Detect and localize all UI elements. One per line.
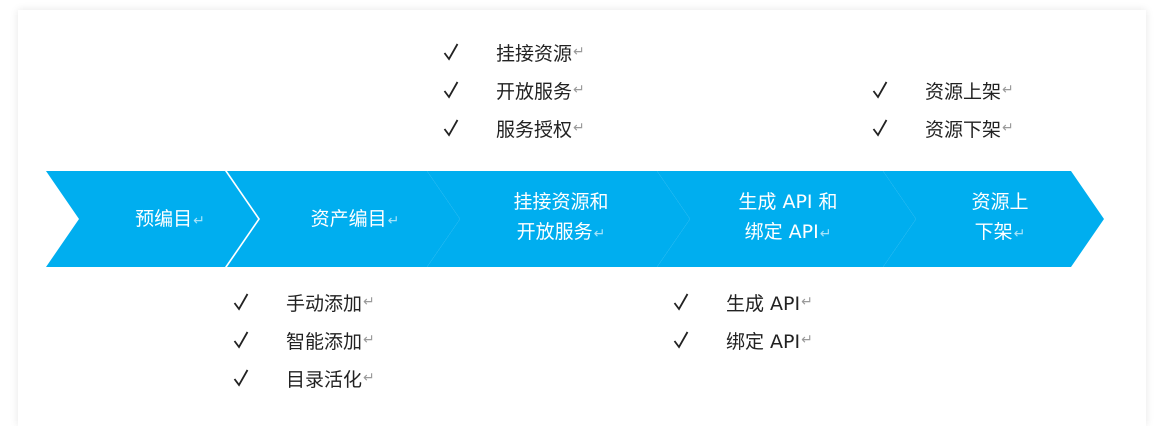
check-icon	[872, 81, 888, 99]
return-mark-icon: ↵	[363, 294, 375, 310]
return-mark-icon: ↵	[1002, 82, 1014, 98]
return-mark-icon: ↵	[193, 213, 205, 229]
list-item: 挂接资源↵	[443, 33, 585, 71]
return-mark-icon: ↵	[387, 213, 400, 229]
return-mark-icon: ↵	[801, 294, 813, 310]
return-mark-icon: ↵	[1013, 226, 1026, 242]
list-item: 开放服务↵	[443, 71, 585, 109]
list-item: 资源上架↵	[872, 71, 1014, 109]
publish-task-list: 资源上架↵ 资源下架↵	[872, 71, 1014, 147]
check-icon	[233, 331, 249, 349]
check-icon	[233, 369, 249, 387]
list-item: 生成 API↵	[673, 283, 813, 321]
list-item: 智能添加↵	[233, 321, 375, 359]
check-icon	[673, 331, 689, 349]
return-mark-icon: ↵	[819, 226, 832, 242]
list-item: 绑定 API↵	[673, 321, 813, 359]
stage-label-asset-catalog: 资产编目↵	[310, 208, 400, 230]
list-item: 资源下架↵	[872, 109, 1014, 147]
return-mark-icon: ↵	[573, 120, 585, 136]
return-mark-icon: ↵	[593, 226, 606, 242]
stage-arrow-pre-catalog	[46, 171, 258, 267]
return-mark-icon: ↵	[1002, 120, 1014, 136]
asset-catalog-task-list: 手动添加↵ 智能添加↵ 目录活化↵	[233, 283, 375, 397]
check-icon	[443, 43, 459, 61]
stage-label-pre-catalog: 预编目↵	[135, 208, 205, 230]
check-icon	[443, 119, 459, 137]
return-mark-icon: ↵	[573, 82, 585, 98]
check-icon	[233, 293, 249, 311]
return-mark-icon: ↵	[573, 44, 585, 60]
stage-arrow-mount-open	[427, 171, 690, 267]
return-mark-icon: ↵	[363, 370, 375, 386]
list-item: 服务授权↵	[443, 109, 585, 147]
check-icon	[443, 81, 459, 99]
stage-label-mount-open: 挂接资源和 开放服务↵	[513, 191, 609, 243]
stage-arrow-publish	[883, 171, 1104, 267]
stage-arrow-api	[657, 171, 916, 267]
mount-open-task-list: 挂接资源↵ 开放服务↵ 服务授权↵	[443, 33, 585, 147]
check-icon	[673, 293, 689, 311]
check-icon	[872, 119, 888, 137]
list-item: 手动添加↵	[233, 283, 375, 321]
api-task-list: 生成 API↵ 绑定 API↵	[673, 283, 813, 359]
stage-label-api: 生成 API 和 绑定 API↵	[738, 191, 838, 243]
stage-label-publish: 资源上 下架↵	[971, 191, 1029, 243]
return-mark-icon: ↵	[801, 332, 813, 348]
list-item: 目录活化↵	[233, 359, 375, 397]
stage-arrow-asset-catalog	[227, 171, 460, 267]
return-mark-icon: ↵	[363, 332, 375, 348]
